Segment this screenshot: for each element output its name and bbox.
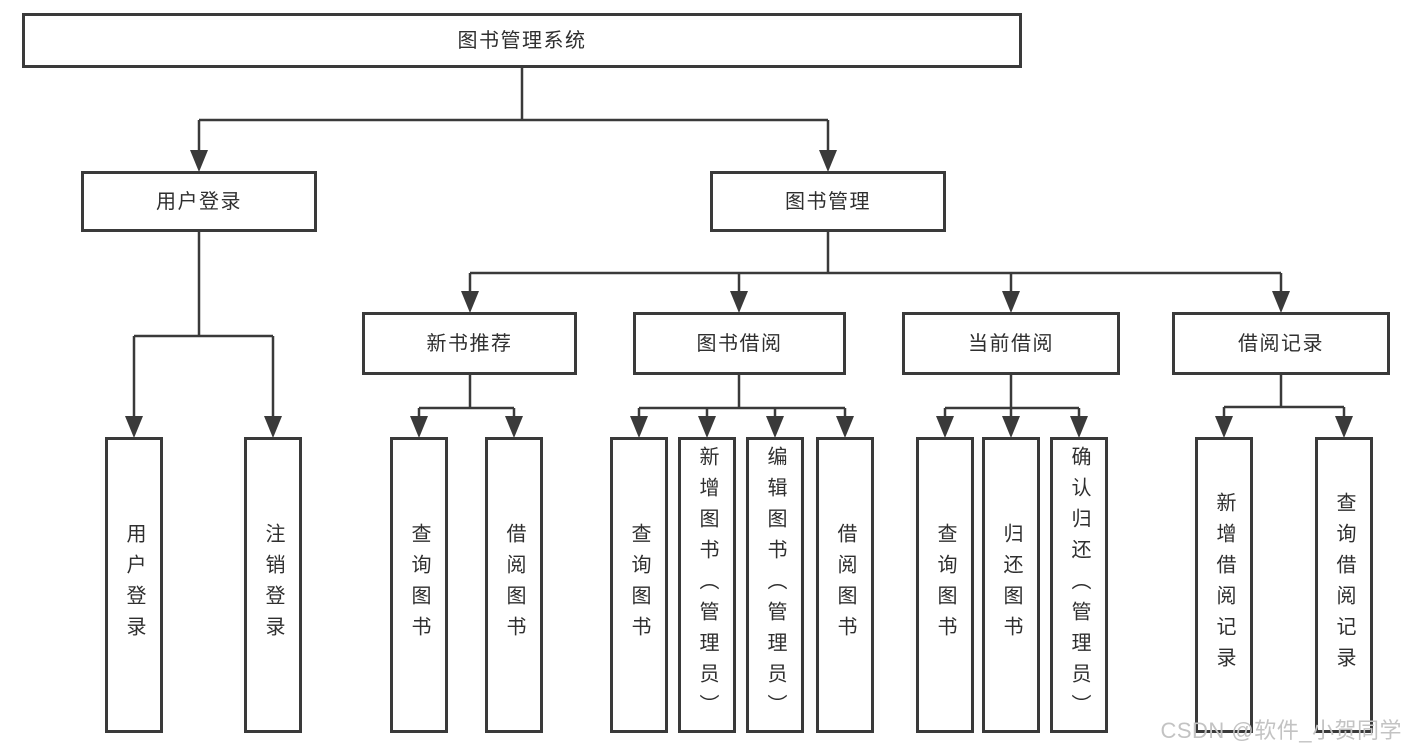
node-system-root: 图书管理系统 [22, 13, 1022, 68]
leaf-logout: 注销登录 [244, 437, 302, 733]
leaf-confirm-return-admin: 确认归还（管理员） [1050, 437, 1108, 733]
node-current-borrow: 当前借阅 [902, 312, 1120, 375]
csdn-watermark: CSDN @软件_小贺同学 [1160, 718, 1402, 743]
leaf-query-books-borrow: 查询图书 [610, 437, 668, 733]
leaf-query-borrow-record: 查询借阅记录 [1315, 437, 1373, 733]
leaf-query-books-recommend: 查询图书 [390, 437, 448, 733]
node-book-management: 图书管理 [710, 171, 946, 232]
leaf-borrow-books: 借阅图书 [816, 437, 874, 733]
leaf-user-login: 用户登录 [105, 437, 163, 733]
node-book-borrow: 图书借阅 [633, 312, 846, 375]
leaf-return-book: 归还图书 [982, 437, 1040, 733]
node-borrow-records: 借阅记录 [1172, 312, 1390, 375]
leaf-add-borrow-record: 新增借阅记录 [1195, 437, 1253, 733]
leaf-borrow-books-recommend: 借阅图书 [485, 437, 543, 733]
leaf-query-books-current: 查询图书 [916, 437, 974, 733]
arrowhead-icons [125, 150, 1353, 438]
leaf-edit-book-admin: 编辑图书（管理员） [746, 437, 804, 733]
node-new-book-recommend: 新书推荐 [362, 312, 577, 375]
node-user-login-module: 用户登录 [81, 171, 317, 232]
leaf-add-book-admin: 新增图书（管理员） [678, 437, 736, 733]
